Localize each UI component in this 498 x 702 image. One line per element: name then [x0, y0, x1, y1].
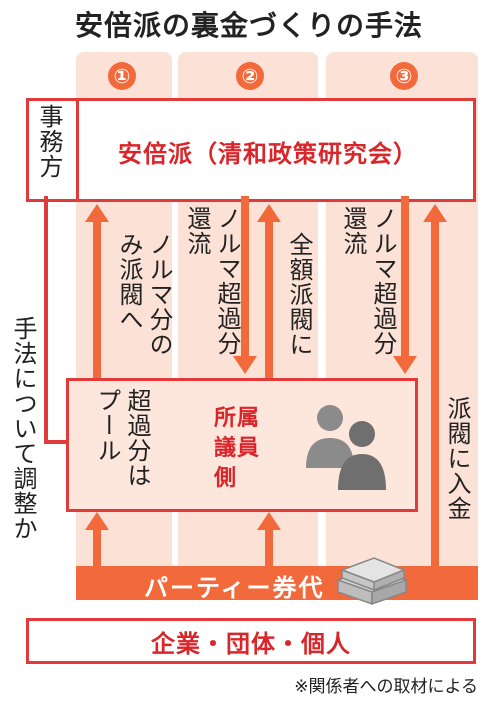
- arrow-col2-up-head: [257, 204, 281, 222]
- flow-label-col3-up: 派閥に入金: [443, 396, 471, 521]
- arrow-col1-up: [93, 218, 101, 378]
- flow-label-col2-up: 全額派閥に: [285, 232, 313, 357]
- arrow-col3-down: [401, 196, 409, 358]
- step-number-1: ①: [108, 62, 136, 90]
- flow-label-col1: ノルマ分のみ派閥へ: [115, 232, 173, 357]
- arrow-col2-up: [265, 218, 273, 378]
- flow-label-col3-down: ノルマ超過分還流: [339, 206, 397, 356]
- arrow-col3-up-head: [423, 204, 447, 222]
- arrow-col1-up-head: [85, 204, 109, 222]
- flow-label-col2-down: ノルマ超過分還流: [183, 206, 241, 356]
- members-label: 所属議員側: [214, 406, 261, 491]
- faction-label: 安倍派（清和政策研究会）: [118, 140, 418, 168]
- step-number-2: ②: [236, 62, 264, 90]
- arrow-col2-down: [241, 196, 249, 358]
- coordination-line: [44, 196, 48, 444]
- party-ticket-label: パーティー券代: [144, 574, 325, 602]
- faction-box: [26, 98, 476, 202]
- money-stack-icon: [335, 557, 409, 606]
- coordination-line-connector: [44, 440, 66, 444]
- office-divider: [76, 98, 79, 202]
- buyers-box: [26, 618, 476, 664]
- party-ticket-band: [76, 566, 478, 600]
- arrow-col1-bottom: [93, 526, 101, 566]
- arrow-col2-bottom-head: [257, 512, 281, 530]
- step-number-3: ③: [390, 62, 418, 90]
- arrow-col3-down-head: [393, 356, 417, 374]
- arrow-col2-bottom: [265, 526, 273, 566]
- flow-label-coordinate: 手法について調整か: [9, 316, 37, 541]
- page-title: 安倍派の裏金づくりの手法: [74, 9, 423, 42]
- arrow-col3-up: [431, 218, 439, 566]
- buyers-label: 企業・団体・個人: [151, 630, 351, 658]
- arrow-col2-down-head: [233, 356, 257, 374]
- arrow-col1-bottom-head: [85, 512, 109, 530]
- source-note: ※関係者への取材による: [294, 677, 478, 697]
- office-label: 事務方: [35, 104, 63, 179]
- pool-label: 超過分はプール: [93, 388, 151, 488]
- person-group-icon: [306, 405, 386, 490]
